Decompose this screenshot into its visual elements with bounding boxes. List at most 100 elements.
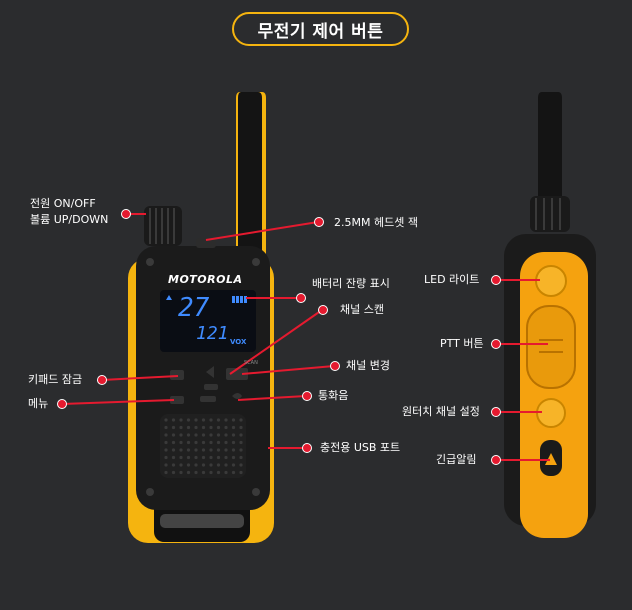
speaker-hole: [179, 426, 182, 429]
label-one-touch: 원터치 채널 설정: [402, 404, 480, 419]
speaker-hole: [194, 471, 197, 474]
speaker-hole: [209, 441, 212, 444]
speaker-hole: [209, 456, 212, 459]
channel-display: 27: [178, 294, 209, 322]
label-led: LED 라이트: [424, 272, 479, 287]
speaker-hole: [239, 463, 242, 466]
speaker-hole: [202, 441, 205, 444]
vox-label: VOX: [230, 338, 246, 347]
speaker-hole: [194, 441, 197, 444]
label-channel-change: 채널 변경: [346, 358, 390, 373]
speaker-hole: [217, 448, 220, 451]
speaker-hole: [232, 463, 235, 466]
speaker-hole: [239, 456, 242, 459]
speaker-hole: [164, 433, 167, 436]
speaker-hole: [187, 441, 190, 444]
speaker-hole: [179, 441, 182, 444]
callout-dot-usb: [302, 443, 312, 453]
speaker-hole: [187, 418, 190, 421]
callout-dot-keypad-lock: [97, 375, 107, 385]
speaker-hole: [172, 441, 175, 444]
speaker-hole: [209, 463, 212, 466]
speaker-hole: [194, 448, 197, 451]
led-light[interactable]: [536, 266, 566, 296]
speaker-hole: [232, 418, 235, 421]
speaker-hole: [164, 426, 167, 429]
speaker-hole: [179, 433, 182, 436]
speaker-hole: [187, 463, 190, 466]
speaker-hole: [232, 433, 235, 436]
callout-dot-battery: [296, 293, 306, 303]
speaker-hole: [232, 456, 235, 459]
speaker-hole: [172, 448, 175, 451]
speaker-hole: [209, 448, 212, 451]
speaker-hole: [202, 471, 205, 474]
label-keypad-lock: 키패드 잠금: [28, 372, 82, 387]
speaker-hole: [164, 471, 167, 474]
scan-label: SCAN: [244, 360, 258, 367]
label-battery: 배터리 잔량 표시: [312, 276, 390, 291]
speaker-hole: [217, 418, 220, 421]
speaker-hole: [179, 456, 182, 459]
speaker-hole: [172, 418, 175, 421]
speaker-hole: [164, 463, 167, 466]
callout-dot-emergency: [491, 455, 501, 465]
callout-dot-led: [491, 275, 501, 285]
speaker-hole: [187, 456, 190, 459]
speaker-hole: [194, 433, 197, 436]
speaker-hole: [202, 433, 205, 436]
speaker-hole: [232, 441, 235, 444]
speaker-hole: [179, 463, 182, 466]
speaker-hole: [164, 441, 167, 444]
speaker-hole: [224, 441, 227, 444]
speaker-hole: [232, 426, 235, 429]
speaker-hole: [217, 433, 220, 436]
label-ptt: PTT 버튼: [440, 336, 484, 351]
speaker-hole: [239, 418, 242, 421]
speaker-hole: [194, 456, 197, 459]
code-display: 121: [196, 324, 229, 344]
speaker-hole: [224, 418, 227, 421]
speaker-hole: [224, 471, 227, 474]
speaker-hole: [194, 426, 197, 429]
speaker-hole: [187, 433, 190, 436]
speaker-hole: [202, 456, 205, 459]
speaker-hole: [164, 456, 167, 459]
speaker-hole: [202, 463, 205, 466]
callout-dot-power: [121, 209, 131, 219]
speaker-hole: [179, 471, 182, 474]
speaker-hole: [217, 463, 220, 466]
label-menu: 메뉴: [28, 396, 48, 411]
speaker-hole: [239, 426, 242, 429]
speaker-hole: [164, 418, 167, 421]
speaker-hole: [217, 456, 220, 459]
speaker-hole: [187, 426, 190, 429]
speaker-hole: [232, 471, 235, 474]
label-scan: 채널 스캔: [340, 302, 384, 317]
speaker-grille: [160, 414, 246, 478]
callout-dot-menu: [57, 399, 67, 409]
speaker-hole: [202, 426, 205, 429]
keypad-lock-button[interactable]: [170, 370, 184, 380]
speaker-hole: [209, 426, 212, 429]
speaker-hole: [232, 448, 235, 451]
speaker-hole: [164, 448, 167, 451]
side-radio: [504, 92, 596, 538]
speaker-hole: [172, 471, 175, 474]
channel-up-button[interactable]: [200, 396, 216, 402]
speaker-hole: [172, 463, 175, 466]
channel-button[interactable]: [204, 384, 218, 390]
ptt-button[interactable]: [527, 306, 575, 388]
brand-logo: MOTOROLA: [168, 272, 243, 287]
callout-dot-headset: [314, 217, 324, 227]
speaker-hole: [202, 448, 205, 451]
speaker-hole: [224, 456, 227, 459]
speaker-hole: [217, 426, 220, 429]
label-power: 전원 ON/OFF: [30, 196, 96, 211]
speaker-hole: [172, 426, 175, 429]
speaker-hole: [202, 418, 205, 421]
speaker-hole: [187, 471, 190, 474]
speaker-hole: [172, 433, 175, 436]
callout-dot-call-tone: [302, 391, 312, 401]
